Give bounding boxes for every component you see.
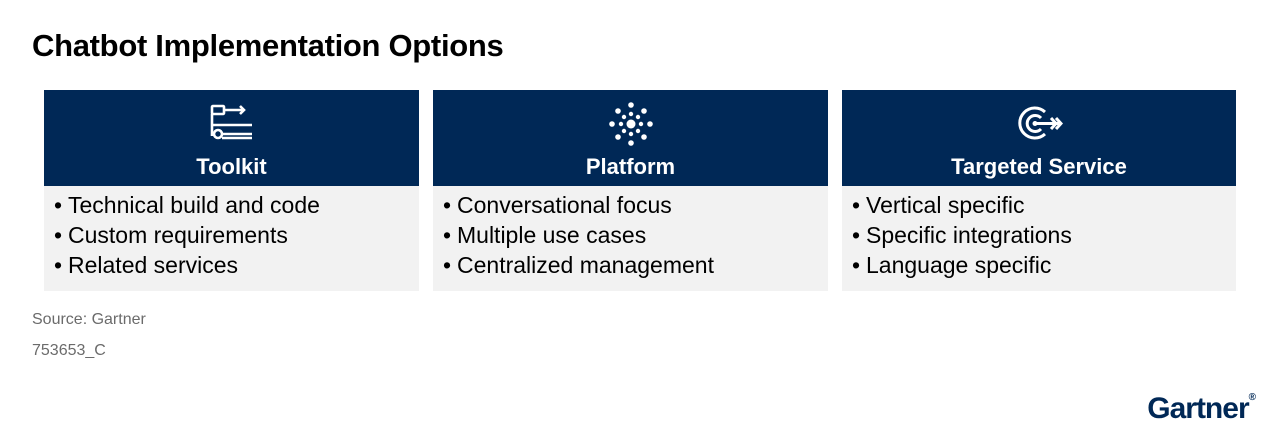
platform-icon [608,102,653,146]
list-item: •Multiple use cases [443,222,647,248]
card-body: •Technical build and code •Custom requir… [44,186,419,291]
gartner-logo: Gartner® [1147,392,1256,425]
card-toolkit: Toolkit •Technical build and code •Custo… [44,90,419,291]
list-item: •Related services [54,252,239,278]
list-item: •Language specific [852,252,1052,278]
list-item: •Conversational focus [443,192,672,218]
toolkit-icon [210,104,252,140]
card-title: Platform [585,154,676,179]
list-item: •Centralized management [443,252,714,278]
card-title: Targeted Service [951,154,1127,179]
card-body: •Conversational focus •Multiple use case… [433,186,828,291]
card-targeted-service: Targeted Service •Vertical specific •Spe… [842,90,1236,291]
source-note: Source: Gartner [32,311,146,328]
figure-code: 753653_C [32,342,106,359]
target-icon [1018,106,1063,140]
card-header: Platform [433,90,828,186]
list-item: •Custom requirements [54,222,288,248]
card-header: Targeted Service [842,90,1236,186]
page-title: Chatbot Implementation Options [32,28,504,63]
card-body: •Vertical specific •Specific integration… [842,186,1236,291]
card-title: Toolkit [196,154,267,179]
options-cards: Toolkit •Technical build and code •Custo… [44,90,1236,291]
list-item: •Vertical specific [852,192,1025,218]
list-item: •Technical build and code [54,192,320,218]
list-item: •Specific integrations [852,222,1072,248]
card-platform: Platform •Conversational focus •Multiple… [433,90,828,291]
card-header: Toolkit [44,90,419,186]
